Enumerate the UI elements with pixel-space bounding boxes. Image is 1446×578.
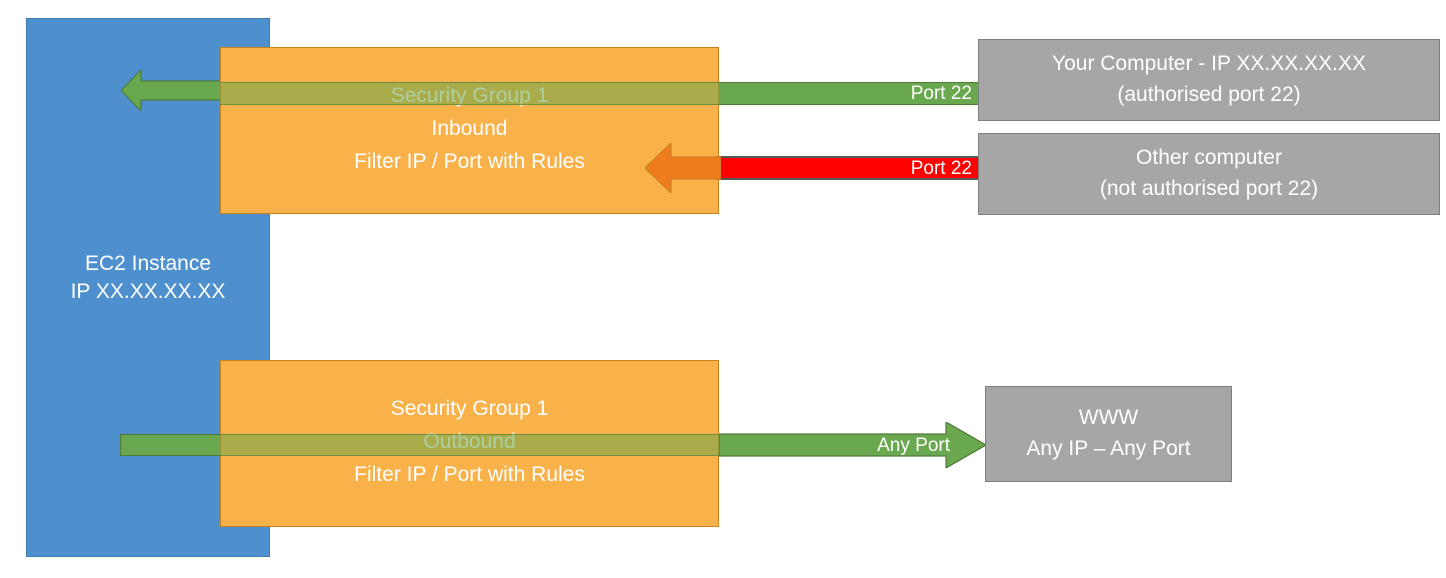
other-computer-line2: (not authorised port 22) (1099, 177, 1319, 200)
sg-outbound-rules: Filter IP / Port with Rules (354, 463, 585, 486)
other-computer-line1: Other computer (1136, 146, 1282, 169)
inbound-allowed-arrow-icon (120, 68, 222, 113)
your-computer-line2: (authorised port 22) (1117, 83, 1301, 106)
inbound-allowed-connector (719, 82, 978, 105)
your-computer-line1: Your Computer - IP XX.XX.XX.XX (1052, 52, 1366, 75)
inbound-blocked-connector (719, 156, 978, 180)
endpoint-other-computer: Other computer (not authorised port 22) (978, 133, 1440, 215)
inbound-blocked-arrow-icon (644, 141, 722, 195)
outbound-connector-tail (120, 434, 221, 456)
www-line2: Any IP – Any Port (1026, 437, 1191, 460)
endpoint-www: WWW Any IP – Any Port (985, 386, 1232, 482)
outbound-connector-through-sg (220, 434, 719, 456)
inbound-allowed-connector-through-sg (220, 82, 719, 105)
sg-inbound-direction: Inbound (431, 117, 508, 140)
sg-outbound-name: Security Group 1 (390, 397, 549, 420)
endpoint-your-computer: Your Computer - IP XX.XX.XX.XX (authoris… (978, 39, 1440, 121)
outbound-allowed-arrow-icon (718, 420, 988, 470)
www-line1: WWW (1078, 406, 1139, 429)
sg-inbound-rules: Filter IP / Port with Rules (354, 150, 585, 173)
